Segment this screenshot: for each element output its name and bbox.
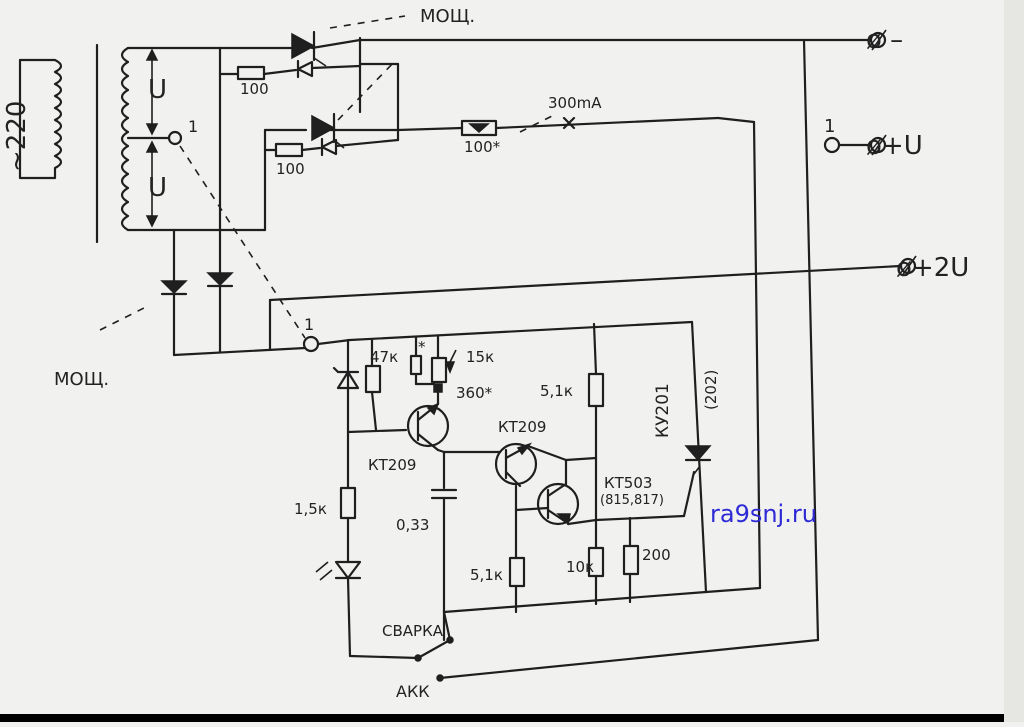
label-r51-top: 5,1к xyxy=(540,382,573,400)
diode-gate-1 xyxy=(296,59,314,79)
resistor-100-b xyxy=(274,142,304,158)
resistor-5-1k-top xyxy=(587,372,605,408)
terminal-plus-u xyxy=(869,136,887,154)
transistor-q2 xyxy=(494,442,538,486)
terminal-minus xyxy=(869,31,887,49)
resistor-1-5k xyxy=(339,486,357,520)
label-r100-b: 100 xyxy=(276,160,305,178)
label-power-left: МОЩ. xyxy=(54,369,109,390)
label-r200: 200 xyxy=(642,546,671,564)
label-r15k-led: 1,5к xyxy=(294,500,327,518)
switch-lever xyxy=(416,638,452,660)
terminal-node-1 xyxy=(823,136,841,154)
transistor-q3 xyxy=(536,482,580,526)
transistor-q1 xyxy=(406,404,450,448)
resistor-200 xyxy=(622,544,640,576)
led xyxy=(334,560,362,580)
control-circuit xyxy=(302,120,820,682)
label-current: 300mA xyxy=(548,94,602,112)
terminal-plus-2u xyxy=(899,257,917,275)
diode-gate-2 xyxy=(320,137,338,157)
upper-rectifier xyxy=(218,30,756,354)
label-r100-fuse: 100* xyxy=(464,138,501,156)
resistor-47k xyxy=(364,364,382,394)
label-r15k: 15к xyxy=(466,348,494,366)
label-u-top: U xyxy=(148,75,167,105)
thyristor-upper-2 xyxy=(311,114,336,142)
label-q3-a: КТ503 xyxy=(604,474,652,492)
label-u-bottom: U xyxy=(148,173,167,203)
diode-lower-2 xyxy=(206,272,234,287)
label-r10k: 10к xyxy=(566,558,594,576)
label-r100-a: 100 xyxy=(240,80,269,98)
resistor-star xyxy=(409,354,423,376)
watermark: ra9snj.ru xyxy=(710,500,817,528)
label-ctrl-node: 1 xyxy=(304,315,314,334)
scan-edge xyxy=(0,714,1024,722)
thyristor-upper-1 xyxy=(291,32,316,60)
resistor-360 xyxy=(433,383,443,393)
label-q3-b: (815,817) xyxy=(600,493,664,508)
potentiometer-15k xyxy=(430,356,448,384)
resistor-5-1k-bottom xyxy=(508,556,526,588)
label-r360: 360* xyxy=(456,384,493,402)
resistor-100-a xyxy=(236,65,266,81)
power-pointer-left xyxy=(99,304,151,331)
label-term-plus-u: ø+U xyxy=(866,131,923,161)
label-tap-node: 1 xyxy=(188,117,198,136)
label-q1: КТ209 xyxy=(368,456,416,474)
resistor-100-fuse xyxy=(460,119,498,137)
label-r51-bottom: 5,1к xyxy=(470,566,503,584)
label-term-node: 1 xyxy=(824,116,835,137)
label-mains: ~220 xyxy=(2,101,32,172)
label-term-minus: ø – xyxy=(866,25,903,55)
label-r47k: 47к xyxy=(370,348,398,366)
label-switch-weld: СВАРКА xyxy=(382,622,444,640)
primary-winding xyxy=(18,58,63,180)
tap-link-dashed xyxy=(179,145,306,339)
label-thyristor-b: (202) xyxy=(702,370,720,410)
zener-diode xyxy=(332,366,360,390)
diode-lower-1 xyxy=(160,280,188,295)
output-terminals xyxy=(268,29,917,642)
label-term-plus-2u: ø+2U xyxy=(896,253,969,283)
label-r-star: * xyxy=(418,338,426,356)
thyristor-ku201 xyxy=(684,445,712,462)
control-node-1 xyxy=(302,335,320,353)
centre-tap-node xyxy=(167,130,183,146)
secondary-winding xyxy=(120,46,130,232)
label-switch-acc: АКК xyxy=(396,682,430,701)
label-power-top: МОЩ. xyxy=(420,6,475,27)
transformer xyxy=(18,43,267,244)
power-pointer-top xyxy=(329,15,406,29)
label-cap: 0,33 xyxy=(396,516,429,534)
label-thyristor-a: КУ201 xyxy=(653,383,673,438)
label-q2: КТ209 xyxy=(498,418,546,436)
lower-rectifier xyxy=(160,228,307,357)
